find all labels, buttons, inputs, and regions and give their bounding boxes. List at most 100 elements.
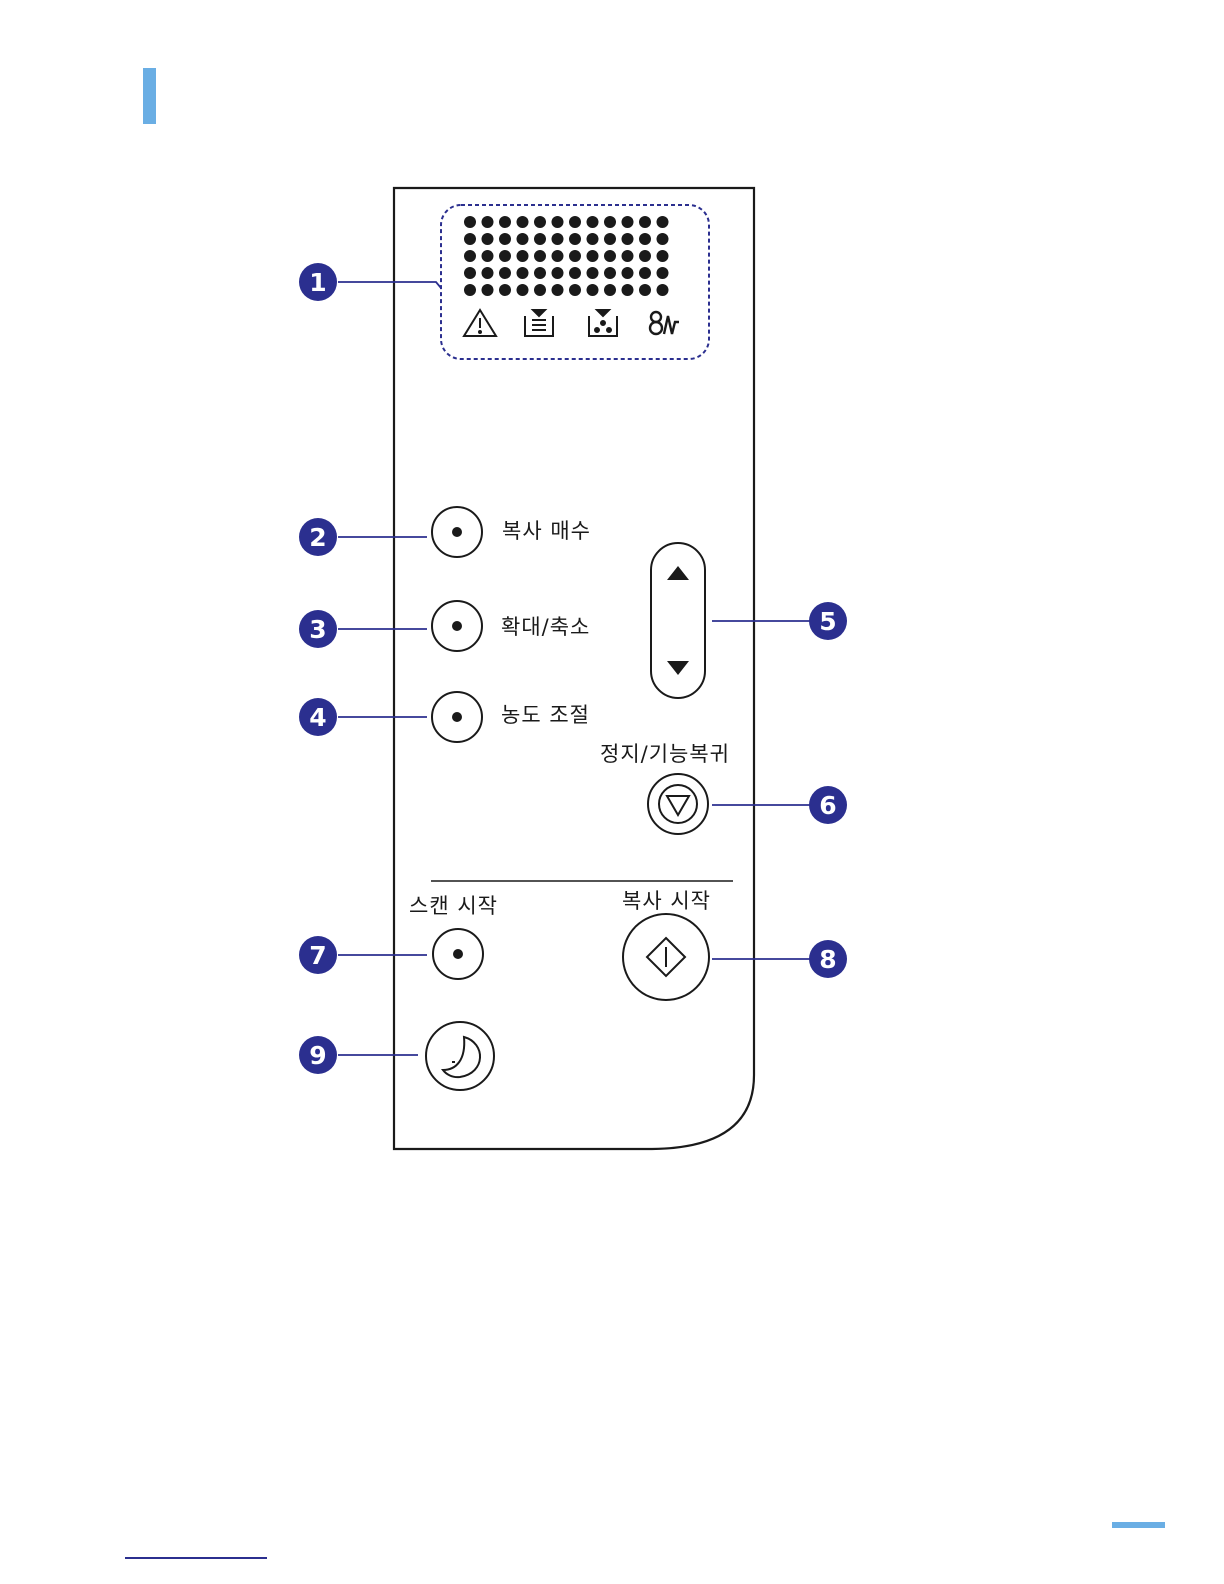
callout-number: 7 [309, 941, 326, 970]
display-dot [499, 216, 511, 228]
display-dot [657, 250, 669, 262]
display-dot [587, 267, 599, 279]
display-dot [464, 233, 476, 245]
callout-6: 6 [809, 786, 847, 824]
callout-3: 3 [299, 610, 337, 648]
callout-number: 9 [309, 1041, 326, 1070]
display-dot [517, 233, 529, 245]
display-dot [622, 216, 634, 228]
display-dot [587, 233, 599, 245]
callout-number: 1 [309, 268, 326, 297]
display-dot [552, 267, 564, 279]
copies-button[interactable] [432, 507, 482, 557]
display-dot [464, 250, 476, 262]
display-dot [569, 233, 581, 245]
display-dot [464, 284, 476, 296]
callout-number: 3 [309, 615, 326, 644]
display-dot [639, 216, 651, 228]
display-dot [639, 284, 651, 296]
darkness-button[interactable] [432, 692, 482, 742]
display-dot [517, 216, 529, 228]
display-dot [534, 284, 546, 296]
display-dot [534, 233, 546, 245]
callout-8: 8 [809, 940, 847, 978]
toner-icon [589, 310, 617, 336]
callout-number: 5 [819, 607, 836, 636]
callout-1: 1 [299, 263, 337, 301]
paper-jam-icon [525, 310, 553, 336]
display-dot [657, 267, 669, 279]
display-dot [499, 284, 511, 296]
leader-lines [338, 282, 810, 1055]
display-dot [464, 267, 476, 279]
display-dot [657, 233, 669, 245]
display-dot [587, 216, 599, 228]
display-dot [639, 267, 651, 279]
darkness-label: 농도 조절 [501, 705, 590, 726]
display-dot [604, 216, 616, 228]
callout-7: 7 [299, 936, 337, 974]
display-dot [639, 233, 651, 245]
callout-5: 5 [809, 602, 847, 640]
display-dot [499, 233, 511, 245]
display-dot [499, 267, 511, 279]
callout-number: 8 [819, 945, 836, 974]
footer-rule-left [125, 1557, 267, 1559]
warning-icon [464, 310, 496, 336]
enlarge-reduce-label: 확대/축소 [501, 617, 590, 638]
display-dot [552, 233, 564, 245]
display-dot [482, 284, 494, 296]
stop-clear-label: 정지/기능복귀 [600, 744, 730, 765]
display-dot [482, 216, 494, 228]
enlarge-reduce-button[interactable] [432, 601, 482, 651]
display-dot [587, 284, 599, 296]
display-dot [552, 284, 564, 296]
display-dot [552, 216, 564, 228]
copy-start-label: 복사 시작 [622, 891, 711, 912]
copies-label: 복사 매수 [502, 521, 591, 542]
display-dot [639, 250, 651, 262]
callout-number: 2 [309, 523, 326, 552]
display-dot [464, 216, 476, 228]
display-dot [517, 267, 529, 279]
display-dot [622, 267, 634, 279]
display-dot [482, 233, 494, 245]
display-dot [517, 250, 529, 262]
display-dot [552, 250, 564, 262]
footer-rule-right [1112, 1522, 1165, 1528]
display-dot [657, 284, 669, 296]
callout-2: 2 [299, 518, 337, 556]
display-dot [604, 233, 616, 245]
power-save-button[interactable] [426, 1022, 494, 1090]
scan-start-label: 스캔 시작 [409, 896, 498, 917]
display-dot [587, 250, 599, 262]
display-dot [569, 284, 581, 296]
display-dot [622, 233, 634, 245]
display-dot [534, 216, 546, 228]
display-dot [482, 250, 494, 262]
callout-9: 9 [299, 1036, 337, 1074]
callout-number: 4 [309, 703, 326, 732]
display-dot [482, 267, 494, 279]
callout-number: 6 [819, 791, 836, 820]
stop-clear-button[interactable] [648, 774, 708, 834]
display-dot [604, 250, 616, 262]
display-dot [534, 267, 546, 279]
callout-4: 4 [299, 698, 337, 736]
display-dot [657, 216, 669, 228]
dot-matrix-display [464, 216, 669, 296]
display-dot [569, 216, 581, 228]
display-dot [499, 250, 511, 262]
display-dot [622, 284, 634, 296]
display-dot [569, 250, 581, 262]
display-dot [569, 267, 581, 279]
display-dot [604, 284, 616, 296]
scan-start-button[interactable] [433, 929, 483, 979]
display-dot [604, 267, 616, 279]
callout-markers: 1 2 3 4 5 6 7 8 9 [299, 263, 847, 1074]
display-dot [534, 250, 546, 262]
display-dot [622, 250, 634, 262]
display-dot [517, 284, 529, 296]
wireless-signal-icon [650, 312, 679, 334]
